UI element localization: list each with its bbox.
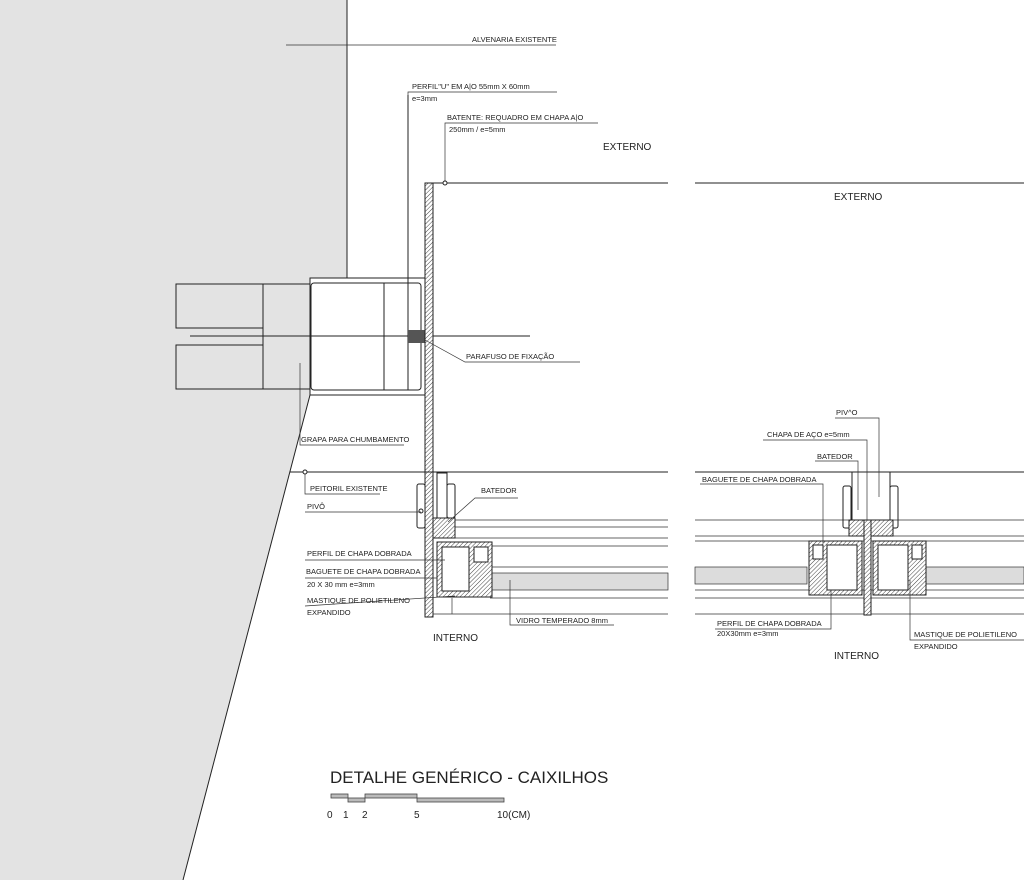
- label-batente-dim: 250mm / e=5mm: [449, 125, 505, 134]
- label-baguete-dim: 20 X 30 mm e=3mm: [307, 580, 375, 589]
- label-pivo: PIVÔ: [307, 502, 325, 511]
- sill-lines-right: [694, 182, 1024, 615]
- anchor-clamp: [175, 283, 530, 390]
- scale-tick-1: 1: [343, 810, 349, 821]
- leader-dot: [302, 469, 308, 475]
- steel-plate-right: [863, 519, 872, 616]
- label-externo-left: EXTERNO: [603, 142, 652, 153]
- label-interno-right: INTERNO: [834, 651, 879, 662]
- label-grapa: GRAPA PARA CHUMBAMENTO: [301, 435, 410, 444]
- existing-masonry-wall: [0, 0, 347, 880]
- label-pivo-right: PIV^O: [836, 408, 858, 417]
- scale-tick-5: 5: [414, 810, 420, 821]
- scale-tick-10: 10(CM): [497, 810, 530, 821]
- label-mastique-right-2: EXPANDIDO: [914, 642, 958, 651]
- folded-sheet-profile-right: [808, 540, 927, 596]
- fixing-screw: [408, 330, 425, 343]
- scale-tick-0: 0: [327, 810, 333, 821]
- wall-edge-diagonal: [182, 394, 311, 880]
- sill-lines-left: [290, 182, 669, 615]
- label-parafuso: PARAFUSO DE FIXAÇÃO: [466, 352, 554, 361]
- tempered-glass: [489, 572, 669, 591]
- label-baguete: BAGUETE DE CHAPA DOBRADA: [306, 567, 420, 576]
- door-frame-steel-plate: [424, 182, 434, 618]
- stop-block: [432, 517, 456, 539]
- label-perfil-chapa-right: PERFIL DE CHAPA DOBRADA: [717, 619, 822, 628]
- scale-bar: [330, 793, 505, 803]
- drawing-title: DETALHE GENÉRICO - CAIXILHOS: [330, 768, 608, 787]
- label-chapa: CHAPA DE AÇO e=5mm: [767, 430, 850, 439]
- label-peitoril: PEITORIL EXISTENTE: [310, 484, 388, 493]
- label-perfil-dim-right: 20X30mm e=3mm: [717, 629, 778, 638]
- tempered-glass-left-pane: [694, 566, 808, 585]
- label-baguete-right: BAGUETE DE CHAPA DOBRADA: [702, 475, 816, 484]
- label-externo-right: EXTERNO: [834, 192, 883, 203]
- scale-tick-2: 2: [362, 810, 368, 821]
- label-mastique-2: EXPANDIDO: [307, 608, 351, 617]
- leader-dot: [442, 180, 448, 186]
- folded-sheet-profile-left: [436, 541, 493, 598]
- label-mastique: MASTIQUE DE POLIETILENO: [307, 596, 410, 605]
- label-batedor: BATEDOR: [481, 486, 517, 495]
- label-perfil-u: PERFIL"U" EM A|O 55mm X 60mm: [412, 82, 530, 91]
- label-batedor-right: BATEDOR: [817, 452, 853, 461]
- label-interno-left: INTERNO: [433, 633, 478, 644]
- label-vidro: VIDRO TEMPERADO 8mm: [516, 616, 608, 625]
- label-alvenaria: ALVENARIA EXISTENTE: [472, 35, 557, 44]
- label-perfil-u-thickness: e=3mm: [412, 94, 437, 103]
- leader-lines: [286, 44, 1024, 641]
- label-mastique-right: MASTIQUE DE POLIETILENO: [914, 630, 1017, 639]
- label-batente: BATENTE: REQUADRO EM CHAPA A|O: [447, 113, 583, 122]
- label-perfil-chapa: PERFIL DE CHAPA DOBRADA: [307, 549, 412, 558]
- tempered-glass-right-pane: [911, 566, 1024, 585]
